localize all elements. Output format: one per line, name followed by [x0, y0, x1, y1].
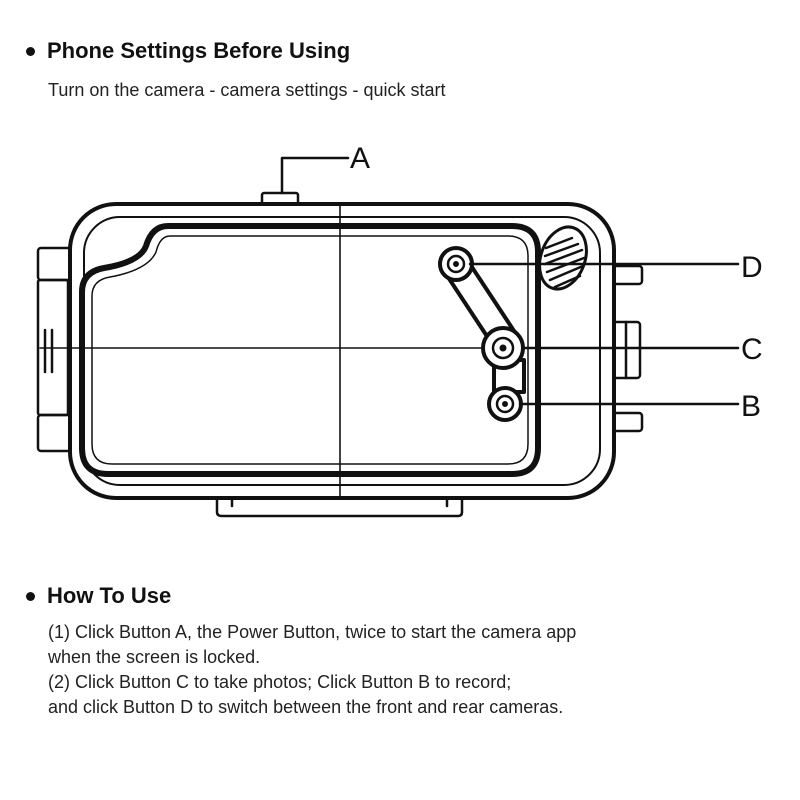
howto-line: and click Button D to switch between the…	[48, 697, 564, 717]
case-outer-body	[68, 202, 616, 500]
howto-line: (2) Click Button C to take photos; Click…	[48, 672, 512, 692]
callout-lines	[280, 156, 740, 406]
bullet-icon	[26, 591, 35, 601]
settings-instructions-line: Turn on the camera - camera settings - q…	[48, 80, 446, 100]
howto-heading-text: How To Use	[47, 583, 172, 608]
label-c: C	[741, 333, 763, 366]
button-d	[438, 246, 474, 282]
phone-case-diagram: A D C B	[36, 142, 763, 518]
bullet-icon	[26, 46, 35, 56]
button-b	[487, 386, 523, 422]
settings-heading-text: Phone Settings Before Using	[47, 38, 351, 63]
settings-heading: Phone Settings Before Using	[26, 38, 350, 64]
howto-instructions: (1) Click Button A, the Power Button, tw…	[48, 620, 576, 720]
label-a: A	[350, 142, 370, 175]
howto-heading: How To Use	[26, 583, 171, 609]
button-c	[481, 326, 525, 370]
label-d: D	[741, 251, 763, 284]
screen-gasket	[79, 223, 541, 477]
left-latch	[36, 246, 74, 453]
settings-instructions: Turn on the camera - camera settings - q…	[48, 78, 446, 103]
label-b: B	[741, 390, 761, 423]
speaker-grille-icon	[538, 225, 588, 291]
howto-line: when the screen is locked.	[48, 647, 261, 667]
howto-line: (1) Click Button A, the Power Button, tw…	[48, 622, 577, 642]
callout-line-a	[280, 156, 350, 195]
